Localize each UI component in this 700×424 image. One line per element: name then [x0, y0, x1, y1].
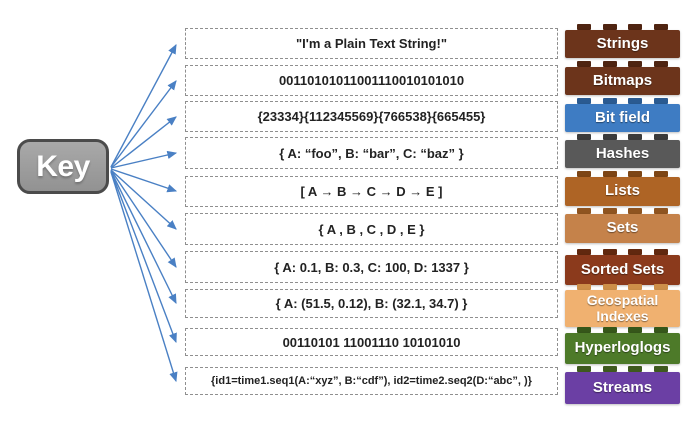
brick-studs [565, 134, 680, 140]
arrow-to-lists [110, 168, 178, 193]
value-text: {23334}{112345569}{766538}{665455} [257, 109, 486, 124]
arrow-to-geospatial [110, 170, 177, 305]
brick-label: Lists [604, 182, 640, 200]
value-text: 00110101 11001110 10101010 [282, 334, 461, 350]
value-text: [ A → B → C → D → E ] [300, 184, 443, 199]
arrow-to-strings [110, 44, 177, 168]
brick-studs [565, 327, 680, 333]
value-box-streams: {id1=time1.seq1(A:“xyz”, B:“cdf”), id2=t… [185, 367, 558, 395]
key-label: Key [36, 149, 90, 183]
value-text: "I'm a Plain Text String!" [296, 36, 447, 51]
value-text: 00110101011001110010101010 [278, 73, 465, 88]
brick-studs [565, 98, 680, 104]
arrow-to-sets [110, 169, 177, 230]
arrow-to-streams [110, 171, 178, 383]
value-box-sets: { A , B , C , D , E } [185, 213, 558, 245]
value-box-sorted-sets: { A: 0.1, B: 0.3, C: 100, D: 1337 } [185, 251, 558, 283]
arrow-to-hyperloglogs [110, 170, 177, 344]
brick-label: Hashes [595, 144, 650, 162]
brick-label: Bit field [595, 108, 650, 126]
brick-label: Geospatial Indexes [586, 291, 659, 324]
brick-label: Hyperloglogs [574, 339, 671, 357]
value-box-geospatial: { A: (51.5, 0.12), B: (32.1, 34.7) } [185, 289, 558, 318]
value-text: { A: “foo”, B: “bar”, C: “baz” } [279, 145, 464, 161]
brick-studs [565, 61, 680, 67]
value-box-hyperloglogs: 00110101 11001110 10101010 [185, 328, 558, 356]
value-box-hashes: { A: “foo”, B: “bar”, C: “baz” } [185, 137, 558, 169]
value-box-lists: [ A → B → C → D → E ] [185, 176, 558, 207]
brick-studs [565, 171, 680, 177]
brick-label: Sorted Sets [580, 260, 665, 278]
brick-label: Strings [596, 34, 649, 52]
brick-studs [565, 284, 680, 290]
arrow-to-bitmaps [110, 80, 177, 168]
brick-label: Sets [606, 219, 639, 237]
brick-studs [565, 24, 680, 30]
value-text: { A: 0.1, B: 0.3, C: 100, D: 1337 } [274, 259, 469, 275]
value-box-bitmaps: 00110101011001110010101010 [185, 65, 558, 96]
brick-studs [565, 249, 680, 255]
value-text: {id1=time1.seq1(A:“xyz”, B:“cdf”), id2=t… [211, 375, 532, 387]
brick-label: Streams [592, 378, 653, 396]
brick-studs [565, 366, 680, 372]
arrow-to-bitfield [110, 116, 177, 169]
value-box-bitfield: {23334}{112345569}{766538}{665455} [185, 101, 558, 132]
value-box-strings: "I'm a Plain Text String!" [185, 28, 558, 59]
value-text: { A , B , C , D , E } [318, 221, 425, 237]
brick-label: Bitmaps [592, 71, 653, 89]
brick-studs [565, 208, 680, 214]
key-box: Key [17, 139, 109, 194]
arrow-to-sorted-sets [110, 169, 177, 268]
value-text: { A: (51.5, 0.12), B: (32.1, 34.7) } [275, 296, 468, 311]
arrow-to-hashes [110, 150, 178, 169]
